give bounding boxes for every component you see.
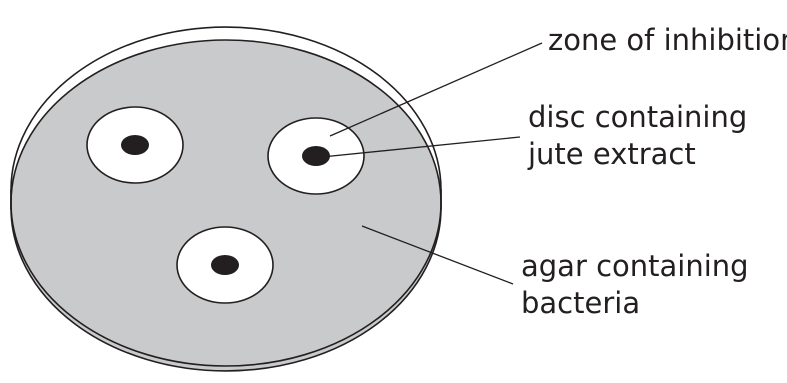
disc-left (121, 135, 149, 155)
leader-disc (321, 136, 521, 158)
petri-dish (10, 26, 442, 372)
disc-bottom (211, 255, 239, 275)
label-disc-line1: disc containing (528, 100, 747, 134)
leader-zone (329, 42, 543, 137)
label-zone-of-inhibition: zone of inhibition (548, 23, 787, 57)
dish-rim (10, 26, 442, 191)
leader-agar (361, 225, 514, 285)
disc-right (302, 146, 330, 166)
label-agar-line2: bacteria (521, 286, 640, 320)
disc-group-right (267, 117, 365, 195)
disc-group-left (86, 106, 184, 184)
disc-group-bottom (176, 226, 274, 304)
label-agar-line1: agar containing (521, 249, 749, 283)
agar-surface (10, 39, 442, 367)
label-disc-line2: jute extract (527, 137, 696, 171)
